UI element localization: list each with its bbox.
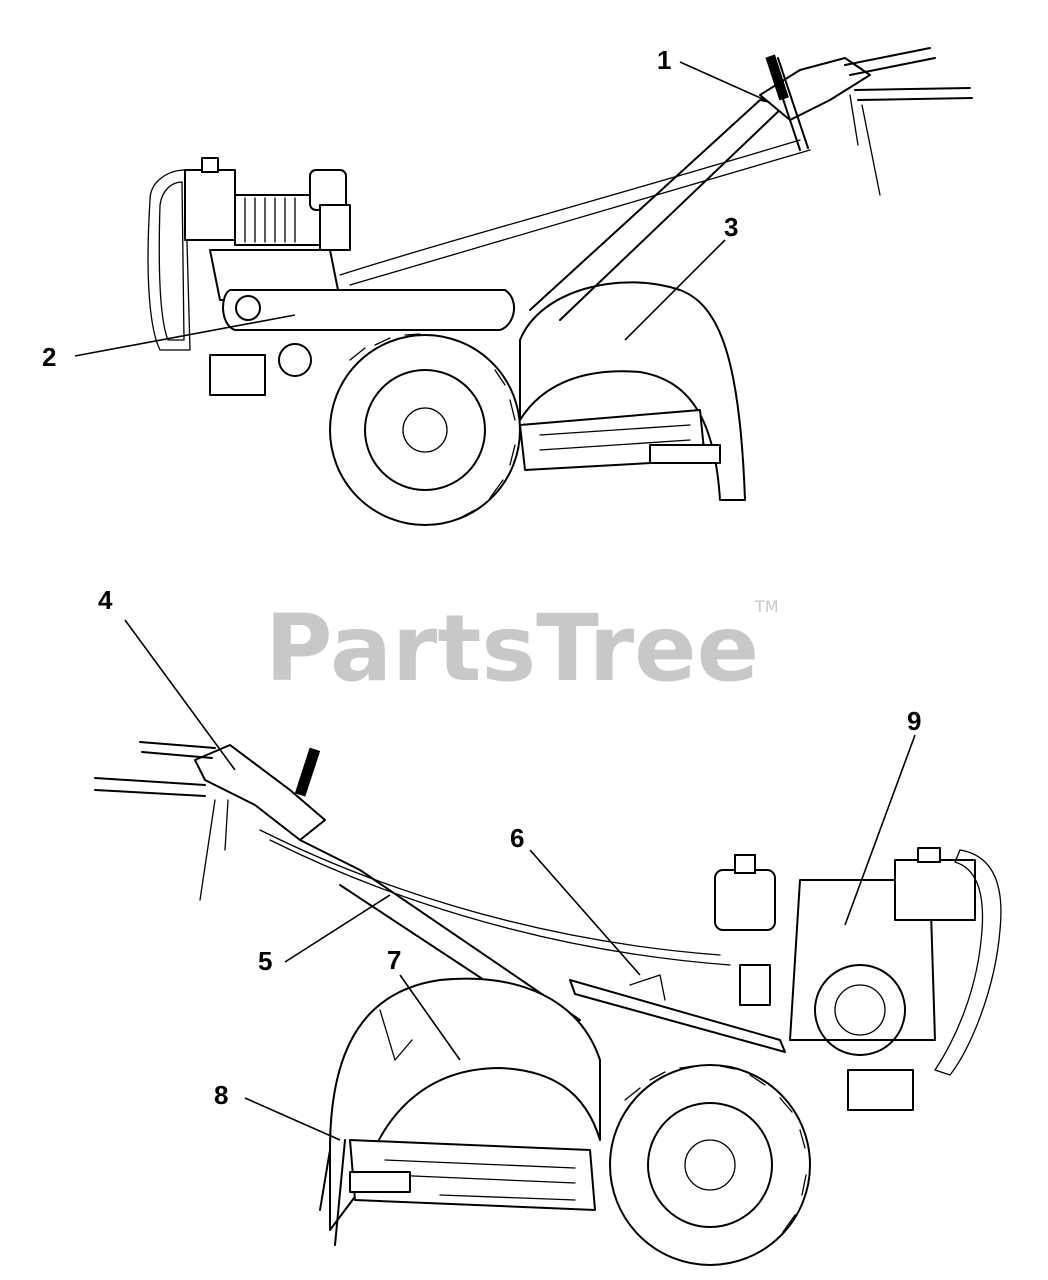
leader-9 [844, 734, 916, 926]
callout-1: 1 [657, 45, 671, 75]
callout-6: 6 [510, 823, 524, 853]
engine-fins [244, 197, 296, 243]
leader-5 [284, 894, 391, 963]
shield-ribs-top [539, 424, 691, 451]
leader-3 [624, 239, 726, 341]
leader-2 [74, 314, 296, 357]
idler-pulley [278, 343, 312, 377]
engine-hood-outline [147, 169, 191, 351]
callout-5: 5 [258, 946, 272, 976]
watermark-tm: TM [754, 597, 779, 616]
battery-box-bottom [847, 1069, 914, 1111]
callout-4: 4 [98, 585, 113, 615]
cable-top [339, 139, 811, 286]
fuel-cap-bottom [917, 847, 941, 863]
cable-bottom [259, 829, 731, 966]
air-cleaner-bottom [714, 869, 776, 931]
tire-tread-top [349, 333, 516, 519]
handle-grip-upper [844, 47, 936, 76]
carburetor [319, 204, 351, 251]
handle-head-bottom [194, 744, 326, 841]
battery-box [209, 354, 266, 396]
handle-grip-lower [854, 87, 973, 101]
callout-9: 9 [907, 706, 921, 736]
callout-7: 7 [387, 945, 401, 975]
engine-cylinder [234, 194, 321, 246]
watermark: PartsTree TM [265, 595, 779, 702]
leader-8 [244, 1097, 341, 1141]
leader-6 [529, 849, 641, 976]
linkage-bracket [629, 974, 666, 1001]
tire-tread-bottom [624, 1065, 807, 1233]
leader-7 [399, 974, 461, 1061]
callout-8: 8 [214, 1080, 228, 1110]
fuel-tank [184, 169, 236, 241]
shift-knob-bottom [294, 747, 321, 797]
fuel-tank-bottom [894, 859, 976, 921]
leader-1 [679, 61, 766, 101]
tiller-side-view-bottom [94, 741, 1002, 1266]
air-cleaner-cap [734, 854, 756, 874]
tine-hood-bottom [329, 977, 601, 1231]
callout-numbers: 1 2 3 4 5 6 7 8 9 [42, 45, 921, 1110]
carburetor-bottom [739, 964, 771, 1006]
handle-grip-lower-bottom [94, 777, 206, 797]
shield-ribs-bottom [384, 1159, 576, 1201]
wheel-hub-bottom [684, 1139, 736, 1191]
engine-hood-inner [158, 181, 185, 341]
tiller-side-view-top [147, 47, 973, 526]
wheel-tire-bottom [609, 1064, 811, 1266]
shift-knob-top [765, 54, 789, 101]
leader-4 [124, 619, 236, 771]
wheel-hub-top [402, 407, 448, 453]
engine-pulley-bottom [814, 964, 906, 1056]
handle-stand-bottom [199, 799, 229, 901]
hood-latch [379, 1009, 413, 1061]
engine-pulley-inner [834, 984, 886, 1036]
pulley-front [235, 295, 261, 321]
shift-linkage [569, 979, 786, 1053]
tine-hood-top [519, 281, 746, 501]
wheel-rim-bottom [647, 1102, 773, 1228]
fuel-cap [201, 157, 219, 173]
depth-bar-bottom [349, 1171, 411, 1193]
belt-cover [222, 289, 515, 331]
engine-hood-outline-bottom [934, 849, 1002, 1076]
callout-2: 2 [42, 342, 56, 372]
watermark-text: PartsTree [265, 595, 759, 702]
callout-leaders [74, 61, 916, 1141]
handle-stand-top [849, 94, 881, 196]
handle-grip-upper-bottom [139, 741, 216, 759]
wheel-rim-top [364, 369, 486, 491]
callout-3: 3 [724, 212, 738, 242]
depth-bar-top [649, 444, 721, 464]
side-flap [319, 1139, 346, 1246]
